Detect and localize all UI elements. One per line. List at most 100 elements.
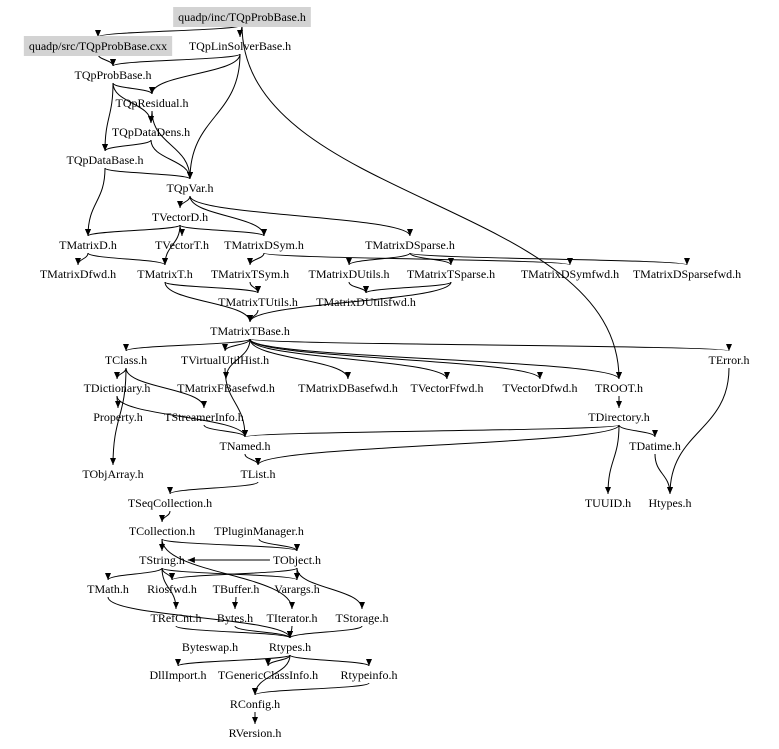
node-label: DllImport.h bbox=[150, 668, 207, 682]
node-label: TIterator.h bbox=[267, 611, 318, 625]
edge-matrixt-to-matrixtutils bbox=[164, 281, 259, 294]
node-vectort[interactable]: TVectorT.h bbox=[155, 238, 209, 252]
node-label: TRefCnt.h bbox=[151, 611, 202, 625]
node-matrixtsym[interactable]: TMatrixTSym.h bbox=[211, 267, 289, 281]
node-tnamed[interactable]: TNamed.h bbox=[220, 439, 271, 453]
node-qpvar[interactable]: TQpVar.h bbox=[167, 181, 214, 195]
node-tdatime[interactable]: TDatime.h bbox=[629, 439, 681, 453]
node-genericclassinfo[interactable]: TGenericClassInfo.h bbox=[218, 668, 318, 682]
node-pluginmanager[interactable]: TPluginManager.h bbox=[214, 524, 304, 538]
node-bytes[interactable]: Bytes.h bbox=[217, 611, 253, 625]
node-streamerinfo[interactable]: TStreamerInfo.h bbox=[164, 410, 244, 424]
node-label: TList.h bbox=[241, 467, 276, 481]
node-trefcnt[interactable]: TRefCnt.h bbox=[151, 611, 202, 625]
node-label: Rtypes.h bbox=[269, 640, 311, 654]
node-tuuid[interactable]: TUUID.h bbox=[585, 496, 631, 510]
node-label: Byteswap.h bbox=[182, 640, 238, 654]
node-tstorage[interactable]: TStorage.h bbox=[336, 611, 389, 625]
arrowhead-icon bbox=[294, 544, 300, 551]
node-dllimport[interactable]: DllImport.h bbox=[150, 668, 207, 682]
node-vectorffwd[interactable]: TVectorFfwd.h bbox=[411, 381, 484, 395]
node-datadens[interactable]: TQpDataDens.h bbox=[112, 125, 190, 139]
node-label: TVectorD.h bbox=[152, 210, 208, 224]
node-tobjarray[interactable]: TObjArray.h bbox=[82, 467, 143, 481]
node-probbase-inc[interactable]: quadp/inc/TQpProbBase.h bbox=[173, 7, 311, 27]
node-label: TQpProbBase.h bbox=[75, 68, 152, 82]
node-database[interactable]: TQpDataBase.h bbox=[67, 153, 144, 167]
node-matrixdsparse[interactable]: TMatrixDSparse.h bbox=[365, 238, 455, 252]
node-tlist[interactable]: TList.h bbox=[241, 467, 276, 481]
edge-matrixdsym-to-matrixdsymfwd bbox=[263, 252, 571, 266]
node-matrixdbasefwd[interactable]: TMatrixDBasefwd.h bbox=[298, 381, 398, 395]
edge-rtypes-to-genericclassinfo bbox=[267, 654, 291, 667]
arrowhead-icon bbox=[359, 602, 365, 609]
arrowhead-icon bbox=[169, 573, 175, 580]
node-label: TMatrixDUtilsfwd.h bbox=[316, 295, 416, 309]
node-tdirectory[interactable]: TDirectory.h bbox=[588, 410, 650, 424]
node-varargs[interactable]: Varargs.h bbox=[274, 582, 319, 596]
node-matrixdsparsefwd[interactable]: TMatrixDSparsefwd.h bbox=[633, 267, 741, 281]
node-probbase[interactable]: TQpProbBase.h bbox=[75, 68, 152, 82]
arrowhead-icon bbox=[85, 229, 91, 236]
node-residual[interactable]: TQpResidual.h bbox=[116, 96, 189, 110]
node-rversion[interactable]: RVersion.h bbox=[229, 726, 282, 740]
node-byteswap[interactable]: Byteswap.h bbox=[182, 640, 238, 654]
node-label: Riosfwd.h bbox=[147, 582, 197, 596]
node-vectord[interactable]: TVectorD.h bbox=[152, 210, 208, 224]
node-matrixtsparse[interactable]: TMatrixTSparse.h bbox=[407, 267, 495, 281]
arrowhead-icon bbox=[75, 258, 81, 265]
node-linsolver[interactable]: TQpLinSolverBase.h bbox=[189, 39, 291, 53]
node-label: TDictionary.h bbox=[84, 381, 151, 395]
node-tclass[interactable]: TClass.h bbox=[105, 353, 147, 367]
node-matrixtutils[interactable]: TMatrixTUtils.h bbox=[218, 295, 298, 309]
arrowhead-icon bbox=[667, 487, 673, 494]
arrowhead-icon bbox=[537, 372, 543, 379]
node-htypes[interactable]: Htypes.h bbox=[649, 496, 692, 510]
node-matrixtbase[interactable]: TMatrixTBase.h bbox=[210, 324, 290, 338]
node-virtualutilhist[interactable]: TVirtualUtilHist.h bbox=[181, 353, 269, 367]
node-titerator[interactable]: TIterator.h bbox=[267, 611, 318, 625]
edge-probbase_inc-to-troot bbox=[241, 24, 620, 380]
node-rtypeinfo[interactable]: Rtypeinfo.h bbox=[341, 668, 398, 682]
edge-tdirectory-to-tlist bbox=[257, 424, 620, 466]
node-label: TMatrixDUtils.h bbox=[309, 267, 390, 281]
node-probbase-src[interactable]: quadp/src/TQpProbBase.cxx bbox=[23, 36, 173, 56]
node-tbuffer[interactable]: TBuffer.h bbox=[213, 582, 260, 596]
node-tstring[interactable]: TString.h bbox=[139, 553, 185, 567]
node-label: TQpLinSolverBase.h bbox=[189, 39, 291, 53]
arrowhead-icon bbox=[252, 717, 258, 724]
node-matrixt[interactable]: TMatrixT.h bbox=[137, 267, 192, 281]
node-tseqcollection[interactable]: TSeqCollection.h bbox=[128, 496, 212, 510]
node-tdictionary[interactable]: TDictionary.h bbox=[84, 381, 151, 395]
edge-tstring-to-tmath bbox=[107, 567, 163, 581]
node-matrixdsym[interactable]: TMatrixDSym.h bbox=[224, 238, 304, 252]
edge-matrixdsparse-to-matrixtsparse bbox=[409, 252, 452, 266]
node-rtypes[interactable]: Rtypes.h bbox=[269, 640, 311, 654]
node-rconfig[interactable]: RConfig.h bbox=[230, 697, 280, 711]
node-matrixfbasefwd[interactable]: TMatrixFBasefwd.h bbox=[177, 381, 275, 395]
node-tobject[interactable]: TObject.h bbox=[273, 553, 321, 567]
edge-matrixd-to-matrixt bbox=[87, 252, 166, 266]
edge-matrixtsparse-to-matrixdutilsfwd bbox=[365, 281, 452, 294]
node-troot[interactable]: TROOT.h bbox=[595, 381, 643, 395]
node-matrixdutilsfwd[interactable]: TMatrixDUtilsfwd.h bbox=[316, 295, 416, 309]
node-matrixdsymfwd[interactable]: TMatrixDSymfwd.h bbox=[521, 267, 619, 281]
node-label: TMatrixDBasefwd.h bbox=[298, 381, 398, 395]
node-tcollection[interactable]: TCollection.h bbox=[129, 524, 195, 538]
node-matrixdfwd[interactable]: TMatrixDfwd.h bbox=[40, 267, 116, 281]
edge-virtualutilhist-to-tnamed bbox=[224, 367, 246, 438]
arrowhead-icon bbox=[110, 59, 116, 66]
edge-residual-to-qpvar bbox=[151, 110, 191, 180]
node-matrixd[interactable]: TMatrixD.h bbox=[59, 238, 117, 252]
edge-matrixtbase-to-virtualutilhist bbox=[224, 338, 251, 352]
edge-probbase-to-residual bbox=[112, 82, 153, 95]
node-property[interactable]: Property.h bbox=[93, 410, 143, 424]
node-terror[interactable]: TError.h bbox=[709, 353, 750, 367]
node-tmath[interactable]: TMath.h bbox=[87, 582, 129, 596]
edge-matrixtbase-to-matrixdbasefwd bbox=[249, 338, 349, 380]
node-vectordfwd[interactable]: TVectorDfwd.h bbox=[503, 381, 578, 395]
node-label: quadp/src/TQpProbBase.cxx bbox=[29, 39, 167, 53]
node-riosfwd[interactable]: Riosfwd.h bbox=[147, 582, 197, 596]
node-matrixdutils[interactable]: TMatrixDUtils.h bbox=[309, 267, 390, 281]
